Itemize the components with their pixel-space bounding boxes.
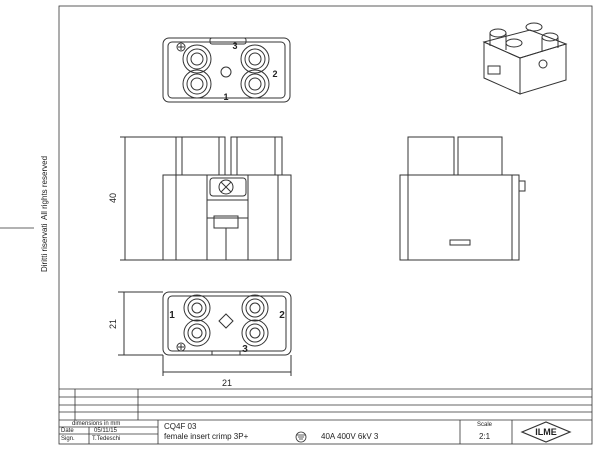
front-view xyxy=(120,136,292,261)
dimensions-note: dimensions in mm xyxy=(72,421,121,427)
bottom-contact-1-label: 1 xyxy=(169,310,175,321)
scale-label: Scale xyxy=(477,422,493,428)
part-code: CQ4F 03 xyxy=(164,422,197,431)
isometric-view xyxy=(482,22,568,95)
date-label: Date xyxy=(61,428,74,434)
svg-text:ILME: ILME xyxy=(535,427,557,437)
sign-label: Sign. xyxy=(61,436,75,442)
diritti-riservati-note: Diritti riservati xyxy=(40,223,49,272)
drawing-frame xyxy=(0,5,593,445)
part-description: female insert crimp 3P+ xyxy=(164,432,249,441)
date-value: 05/11/15 xyxy=(94,428,117,434)
bottom-height-dimension-label: 21 xyxy=(108,319,118,329)
top-view xyxy=(162,37,291,103)
height-dimension-label: 40 xyxy=(108,193,118,203)
electrical-rating: 40A 400V 6kV 3 xyxy=(321,432,379,441)
bottom-contact-2-label: 2 xyxy=(279,310,285,321)
scale-value: 2:1 xyxy=(479,432,491,441)
earth-symbol-icon xyxy=(295,431,307,443)
title-block-grid xyxy=(59,420,513,444)
bottom-contact-3-label: 3 xyxy=(242,344,248,355)
sign-value: T.Tedeschi xyxy=(92,436,121,442)
rights-reserved-note: All rights reserved xyxy=(40,155,49,220)
side-view xyxy=(399,136,526,261)
bottom-width-dimension-label: 21 xyxy=(222,378,232,388)
bottom-view xyxy=(118,291,292,376)
top-contact-3-label: 3 xyxy=(232,41,237,51)
top-contact-2-label: 2 xyxy=(272,69,277,79)
ilme-logo-icon: ILME xyxy=(520,421,572,443)
top-contact-1-label: 1 xyxy=(223,92,228,102)
